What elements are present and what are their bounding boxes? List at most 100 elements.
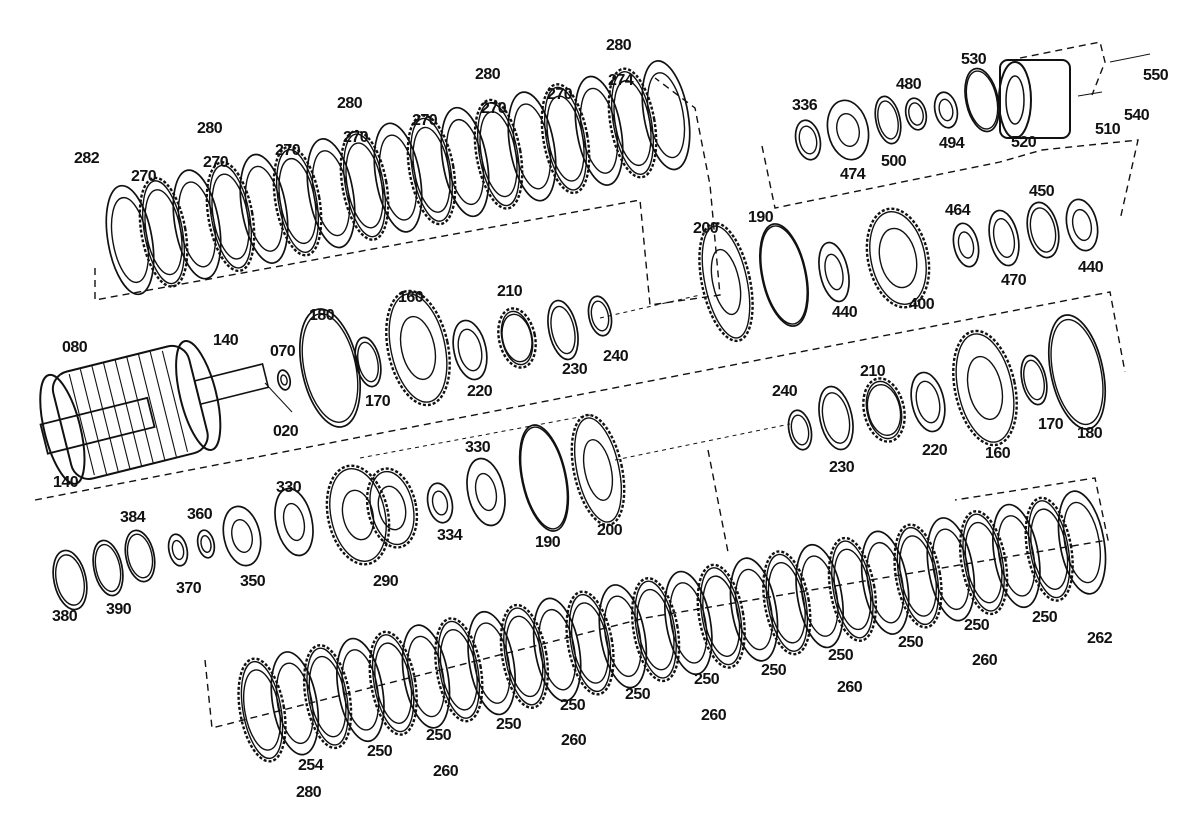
ring-450: [1026, 201, 1060, 259]
label-470: 470: [1001, 272, 1027, 289]
label-440: 440: [1078, 259, 1104, 276]
axis-lines: [264, 294, 791, 461]
label-250: 250: [694, 671, 720, 688]
steel-plate: [664, 570, 713, 676]
label-250: 250: [761, 662, 787, 679]
label-334: 334: [437, 527, 463, 544]
steel-plate: [574, 75, 624, 186]
label-380: 380: [52, 608, 78, 625]
steel-plate: [467, 610, 516, 716]
parts: [52, 60, 1107, 763]
output-shaft: [193, 363, 270, 406]
label-140: 140: [213, 332, 239, 349]
label-160: 160: [398, 289, 424, 306]
label-270: 270: [547, 86, 573, 103]
steel-plate: [926, 517, 976, 622]
bearing-350: [222, 505, 262, 567]
friction-disc: [630, 577, 681, 683]
friction-disc: [434, 617, 484, 723]
retainer-230: [547, 299, 579, 361]
steel-plate: [860, 530, 910, 635]
label-250: 250: [964, 617, 990, 634]
label-020: 020: [273, 423, 299, 440]
label-250: 250: [426, 727, 452, 744]
snap-ring-190: [759, 223, 809, 327]
friction-disc: [138, 176, 189, 288]
friction-disc: [368, 630, 418, 736]
friction-disc: [827, 536, 878, 642]
drum-rear: [175, 339, 222, 451]
friction-disc: [1024, 496, 1074, 602]
label-540: 540: [1124, 107, 1150, 124]
snap-240: [587, 295, 613, 337]
label-480: 480: [896, 76, 922, 93]
steel-plate: [598, 584, 648, 689]
label-270: 270: [131, 168, 157, 185]
hub-face: [998, 61, 1032, 139]
ring-390: [92, 539, 124, 597]
steel-plate: [270, 651, 320, 756]
friction-disc: [762, 550, 812, 656]
label-220: 220: [467, 383, 493, 400]
label-240: 240: [603, 348, 629, 365]
label-230: 230: [562, 361, 588, 378]
drum-body: [51, 344, 209, 480]
label-190: 190: [535, 534, 561, 551]
steel-plate: [373, 122, 423, 233]
friction-disc: [406, 114, 457, 226]
label-170: 170: [1038, 416, 1064, 433]
upper-clutch-pack-boundary: [94, 77, 721, 306]
label-370: 370: [176, 580, 202, 597]
steel-plate: [401, 624, 451, 729]
drum-splines: [68, 350, 189, 476]
rear-bearing-boundary: [761, 139, 1139, 221]
label-230: 230: [829, 459, 855, 476]
label-280: 280: [337, 95, 363, 112]
seal-170: [354, 336, 382, 388]
ring-360: [196, 529, 216, 559]
steel-plate: [992, 503, 1041, 609]
steel-plate: [105, 184, 155, 296]
spring-210: [497, 307, 537, 369]
label-474: 474: [840, 166, 866, 183]
hub-body: [999, 59, 1071, 139]
drum-front: [39, 373, 86, 485]
label-240: 240: [772, 383, 798, 400]
pin-540: [1077, 91, 1103, 97]
label-282: 282: [74, 150, 100, 167]
steel-plate: [795, 543, 844, 649]
label-160: 160: [985, 445, 1011, 462]
callout-labels: 282 270 280 270 270 280 270 270 280 270 …: [52, 37, 1169, 801]
label-510: 510: [1095, 121, 1121, 138]
friction-disc: [893, 523, 943, 629]
label-494: 494: [939, 135, 965, 152]
steel-plate: [306, 138, 356, 249]
bearing-494: [933, 91, 959, 129]
label-080: 080: [62, 339, 88, 356]
ring-336: [794, 119, 822, 161]
label-384: 384: [120, 509, 146, 526]
label-270: 270: [275, 142, 301, 159]
label-464: 464: [945, 202, 971, 219]
label-260: 260: [561, 732, 587, 749]
friction-disc: [696, 563, 746, 669]
friction-disc: [958, 510, 1009, 616]
ring-530: [964, 67, 1000, 133]
label-330: 330: [465, 439, 491, 456]
steel-plate: [507, 91, 557, 202]
axis-line-2: [359, 414, 591, 459]
label-170: 170: [365, 393, 391, 410]
gear-290-hub: [365, 467, 419, 549]
label-270: 270: [412, 112, 438, 129]
friction-disc: [339, 129, 390, 241]
label-270: 270: [343, 129, 369, 146]
friction-disc: [302, 644, 353, 750]
steel-plate: [440, 106, 490, 218]
seal-170: [1020, 354, 1048, 406]
pin-550: [1109, 53, 1151, 63]
ring-334: [426, 482, 454, 524]
label-270: 270: [481, 100, 507, 117]
shaft-body: [39, 396, 156, 455]
label-400: 400: [909, 296, 935, 313]
